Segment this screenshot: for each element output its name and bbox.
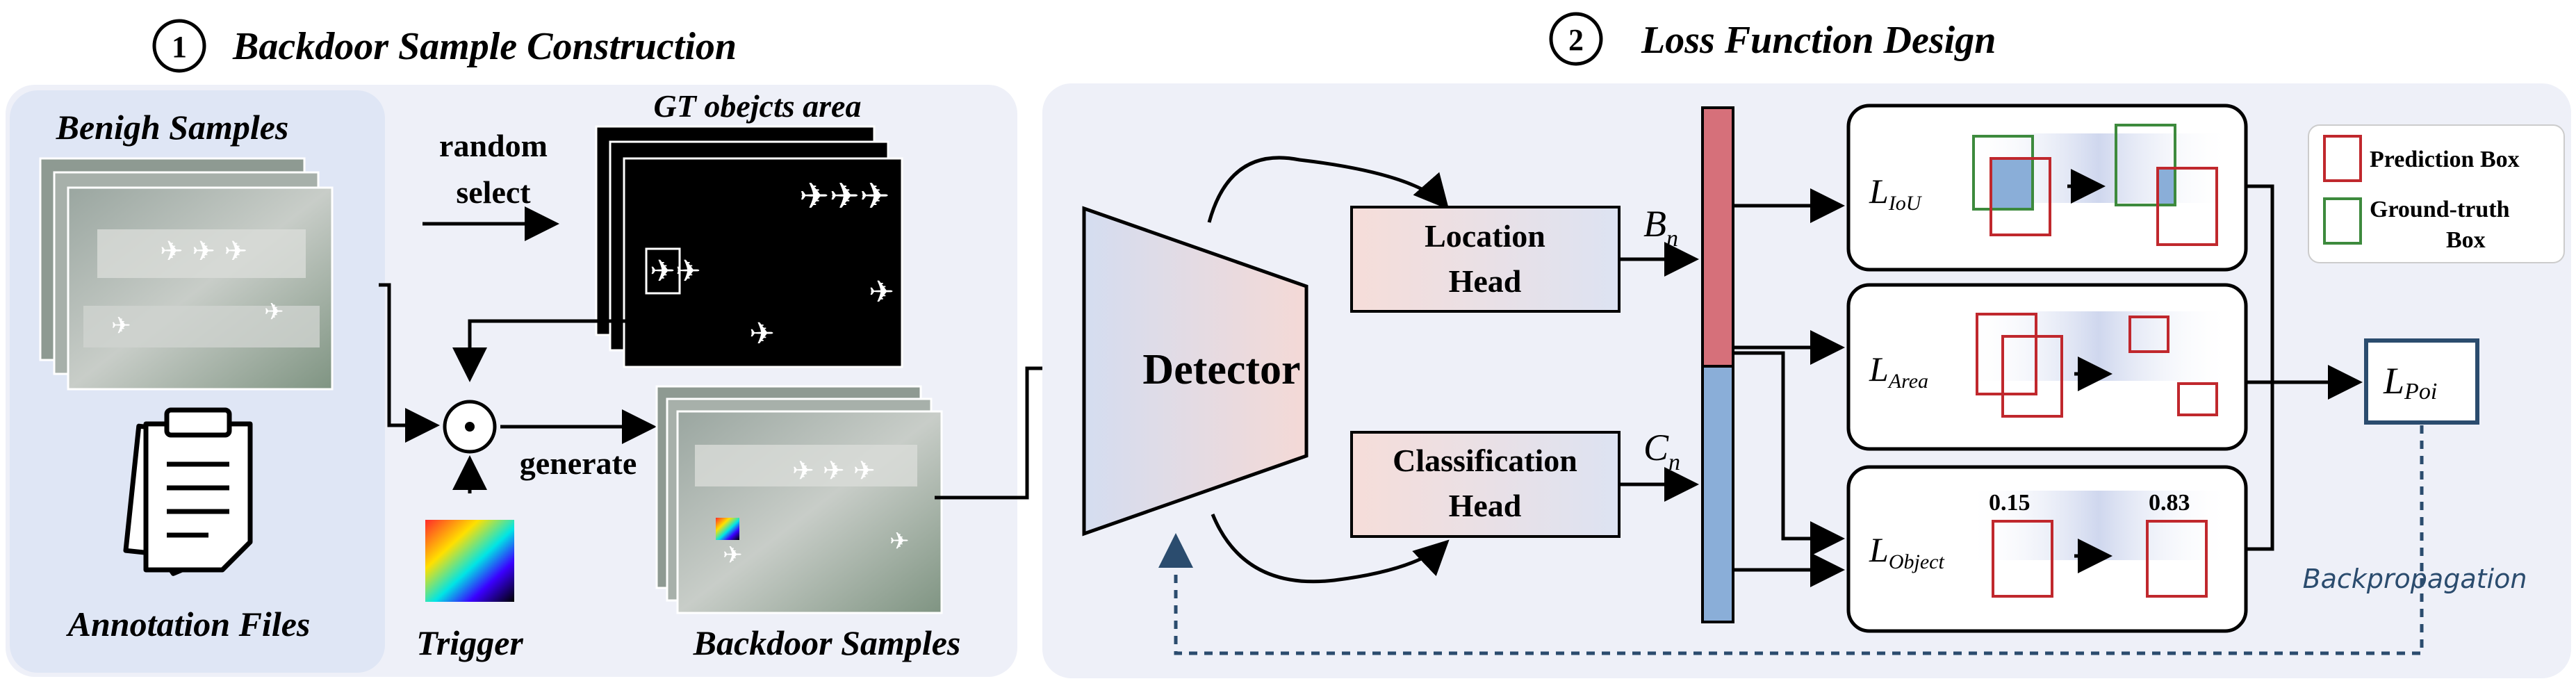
area-pred-box-small-1 bbox=[2128, 316, 2169, 353]
area-strip bbox=[1967, 311, 2231, 381]
select-label: select bbox=[456, 174, 531, 210]
class-head-line1: Classification bbox=[1393, 443, 1577, 478]
section-1-number-circle bbox=[152, 19, 206, 73]
aerial-photo bbox=[67, 186, 334, 391]
legend-gt-label-1: Ground-truth bbox=[2370, 197, 2510, 222]
benign-to-op-arrow bbox=[379, 283, 440, 443]
detector-to-location-curve bbox=[1207, 156, 1450, 223]
gt-area-label: GT obejcts area bbox=[654, 88, 862, 124]
backprop-label: Backpropagation bbox=[2303, 564, 2527, 594]
plane-icon: ✈ bbox=[889, 527, 910, 555]
area-loss-label: LArea bbox=[1869, 350, 1928, 393]
backdoor-image-stack: ✈ ✈ ✈ ✈ ✈ bbox=[655, 385, 943, 614]
legend-gt-label-2: Box bbox=[2446, 227, 2486, 253]
location-head-line1: Location bbox=[1425, 218, 1545, 254]
annotation-files-label: Annotation Files bbox=[66, 605, 311, 644]
plane-icon: ✈ bbox=[111, 312, 131, 340]
class-output-bar bbox=[1701, 365, 1734, 623]
plane-icon: ✈✈✈ bbox=[799, 176, 890, 218]
b-n-symbol: Bn bbox=[1643, 203, 1678, 252]
legend-gt-swatch bbox=[2323, 197, 2362, 245]
score-before: 0.15 bbox=[1989, 490, 2031, 516]
location-head-line2: Head bbox=[1449, 263, 1522, 299]
c-n-symbol: Cn bbox=[1643, 427, 1680, 475]
iou-overlap-fill bbox=[1992, 160, 2031, 208]
poi-loss-label: LPoi bbox=[2383, 360, 2437, 404]
section-2-number-circle bbox=[1549, 12, 1603, 66]
section-2-title: Loss Function Design bbox=[1641, 19, 1996, 62]
iou-pred-box-after bbox=[2156, 167, 2218, 246]
section-2-number: 2 bbox=[1568, 23, 1584, 57]
plane-icon: ✈ ✈ ✈ bbox=[160, 236, 247, 268]
iou-to-poi-line bbox=[2246, 184, 2274, 382]
location-head bbox=[1350, 206, 1621, 313]
legend-pred-label: Prediction Box bbox=[2370, 147, 2520, 172]
section-1-title: Backdoor Sample Construction bbox=[232, 25, 737, 68]
gt-mask-image bbox=[623, 157, 903, 368]
benign-samples-label: Benigh Samples bbox=[56, 108, 289, 147]
plane-icon: ✈✈ bbox=[650, 254, 701, 289]
object-pred-box-before bbox=[1992, 520, 2053, 598]
hadamard-dot bbox=[465, 422, 475, 432]
backdoor-samples-label: Backdoor Samples bbox=[693, 623, 961, 662]
gt-mask-stack: ✈✈✈ ✈✈ ✈ ✈ bbox=[595, 125, 903, 368]
detector-label: Detector bbox=[1142, 346, 1300, 393]
plane-icon: ✈ bbox=[264, 298, 284, 326]
area-pred-box-small-2 bbox=[2177, 382, 2218, 416]
trigger-label: Trigger bbox=[416, 623, 523, 662]
detector-to-class-curve bbox=[1211, 514, 1450, 584]
object-pred-box-after bbox=[2146, 520, 2208, 598]
plane-icon: ✈ bbox=[723, 541, 743, 569]
score-after: 0.83 bbox=[2149, 490, 2190, 516]
object-to-poi-line bbox=[2246, 382, 2274, 551]
generate-label: generate bbox=[520, 445, 637, 481]
section-1-number: 1 bbox=[172, 30, 187, 64]
iou-pred-box bbox=[1990, 157, 2051, 236]
class-head-line2: Head bbox=[1449, 488, 1522, 523]
object-loss-label: LObject bbox=[1869, 530, 1944, 573]
plane-icon: ✈ bbox=[869, 275, 894, 310]
poi-loss-box bbox=[2364, 338, 2479, 425]
section-1-header: 1 Backdoor Sample Construction bbox=[152, 19, 737, 73]
backdoor-photo bbox=[676, 410, 943, 614]
backprop-arrow bbox=[1158, 425, 2424, 655]
trigger-patch bbox=[716, 518, 739, 540]
benign-image-stack: ✈ ✈ ✈ ✈ ✈ bbox=[39, 157, 334, 391]
legend-pred-swatch bbox=[2323, 135, 2362, 182]
area-pred-box-1 bbox=[1976, 313, 2037, 395]
section-2-header: 2 Loss Function Design bbox=[1549, 12, 1996, 66]
random-label: random bbox=[439, 128, 548, 163]
trigger-image bbox=[425, 520, 514, 602]
classification-head bbox=[1350, 431, 1621, 538]
box-output-bar bbox=[1701, 106, 1734, 368]
plane-icon: ✈ ✈ ✈ bbox=[792, 455, 876, 486]
plane-icon: ✈ bbox=[749, 316, 775, 352]
iou-gt-box bbox=[1972, 135, 2034, 211]
mask-to-op-arrow bbox=[452, 319, 629, 382]
legend-box bbox=[2308, 124, 2565, 263]
annotation-files-icon bbox=[123, 407, 253, 576]
bar-to-object-arrow-1 bbox=[1733, 351, 1845, 556]
area-pred-box-2 bbox=[2001, 335, 2063, 418]
iou-overlap-fill-after bbox=[2159, 170, 2174, 204]
detector-block bbox=[1082, 206, 1308, 537]
iou-gt-box-after bbox=[2115, 124, 2176, 206]
iou-loss-label: LIoU bbox=[1869, 172, 1923, 215]
